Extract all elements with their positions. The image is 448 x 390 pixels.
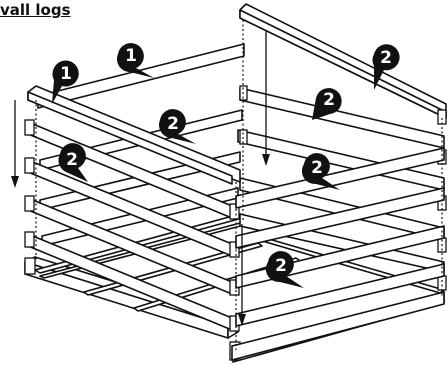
callout-marker: 1 — [116, 43, 154, 78]
down-arrow-icon — [11, 30, 270, 326]
svg-text:2: 2 — [323, 90, 335, 110]
callout-marker: 2 — [312, 88, 342, 120]
svg-text:1: 1 — [60, 64, 72, 84]
callout-marker: 2 — [301, 153, 340, 190]
callout-marker: 2 — [159, 109, 196, 144]
svg-text:2: 2 — [66, 150, 78, 170]
front-left-wall — [24, 85, 241, 361]
front-right-log-1 — [235, 147, 445, 209]
alignment-guides — [35, 20, 443, 350]
callout-marker: 2 — [58, 143, 88, 182]
instruction-heading: vall logs — [0, 1, 71, 19]
svg-text:2: 2 — [275, 256, 287, 276]
callout-marker: 2 — [372, 44, 400, 90]
svg-text:2: 2 — [311, 158, 323, 178]
front-right-log-2 — [235, 187, 445, 249]
callout-marker: 2 — [265, 251, 304, 288]
callout-marker: 1 — [52, 60, 79, 104]
svg-text:2: 2 — [167, 114, 179, 134]
back-right-wall — [237, 3, 447, 291]
svg-text:2: 2 — [380, 48, 392, 68]
svg-text:1: 1 — [125, 46, 137, 66]
